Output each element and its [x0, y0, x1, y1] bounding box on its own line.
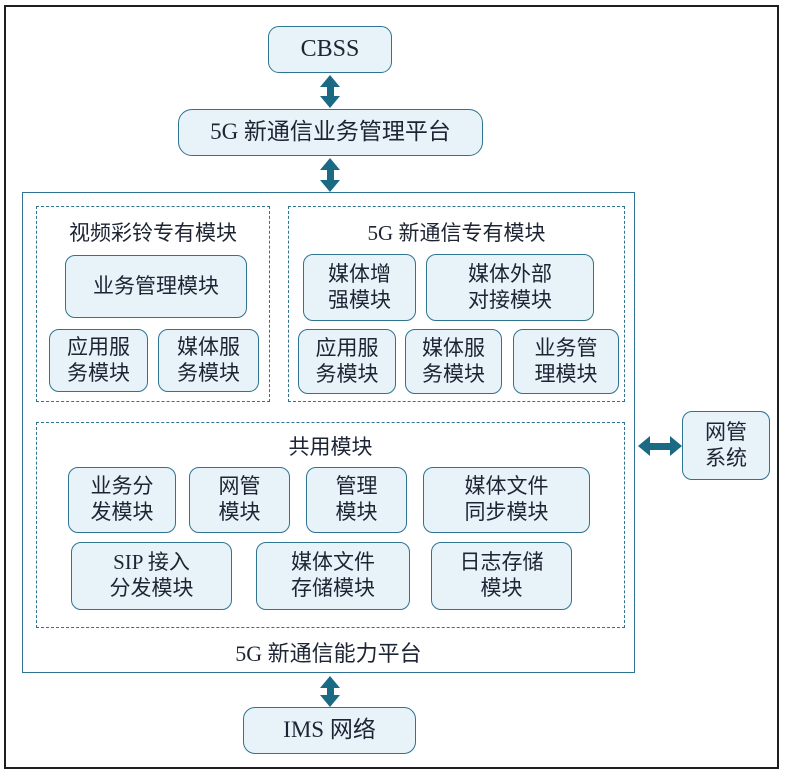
- node-cbss: CBSS: [268, 26, 392, 73]
- node-network-mgmt-system: 网管 系统: [682, 411, 770, 480]
- module-management: 管理 模块: [306, 467, 407, 533]
- module-log-storage: 日志存储 模块: [431, 542, 572, 610]
- module-sip-access-dispatch: SIP 接入 分发模块: [71, 542, 232, 610]
- module-network-mgmt: 网管 模块: [189, 467, 290, 533]
- section-new-comm-5g-title: 5G 新通信专有模块: [367, 221, 546, 245]
- module-media-external: 媒体外部 对接模块: [426, 254, 594, 321]
- module-media-file-storage: 媒体文件 存储模块: [256, 542, 410, 610]
- section-shared: 共用模块 业务分 发模块 网管 模块 管理 模块 媒体文件 同步模块 SIP 接…: [36, 422, 625, 628]
- module-business-dispatch: 业务分 发模块: [68, 467, 176, 533]
- module-app-service: 应用服 务模块: [49, 329, 148, 392]
- module-media-service: 媒体服 务模块: [158, 329, 259, 392]
- arrow-business-platform-capability-icon: [320, 158, 340, 192]
- outer-border: [4, 5, 779, 769]
- node-business-platform: 5G 新通信业务管理平台: [178, 109, 483, 156]
- section-video-ring-title: 视频彩铃专有模块: [69, 221, 237, 245]
- module-media-enhance: 媒体增 强模块: [303, 254, 416, 321]
- section-new-comm-5g: 5G 新通信专有模块 媒体增 强模块 媒体外部 对接模块 应用服 务模块 媒体服…: [288, 206, 625, 402]
- section-video-ring: 视频彩铃专有模块 业务管理模块 应用服 务模块 媒体服 务模块: [36, 206, 270, 402]
- node-ims-network: IMS 网络: [243, 707, 416, 754]
- arrow-capability-nms-icon: [638, 436, 682, 456]
- module-business-mgmt: 业务管理模块: [65, 255, 247, 318]
- module-business-mgmt-5g: 业务管 理模块: [513, 329, 619, 394]
- arrow-capability-ims-icon: [320, 676, 340, 707]
- capability-platform-label: 5G 新通信能力平台: [235, 641, 422, 666]
- arrow-cbss-business-platform-icon: [320, 75, 340, 108]
- module-media-service-5g: 媒体服 务模块: [405, 329, 502, 394]
- section-shared-title: 共用模块: [288, 435, 373, 459]
- module-media-file-sync: 媒体文件 同步模块: [423, 467, 590, 533]
- capability-platform-container: [22, 192, 635, 673]
- module-app-service-5g: 应用服 务模块: [298, 329, 396, 394]
